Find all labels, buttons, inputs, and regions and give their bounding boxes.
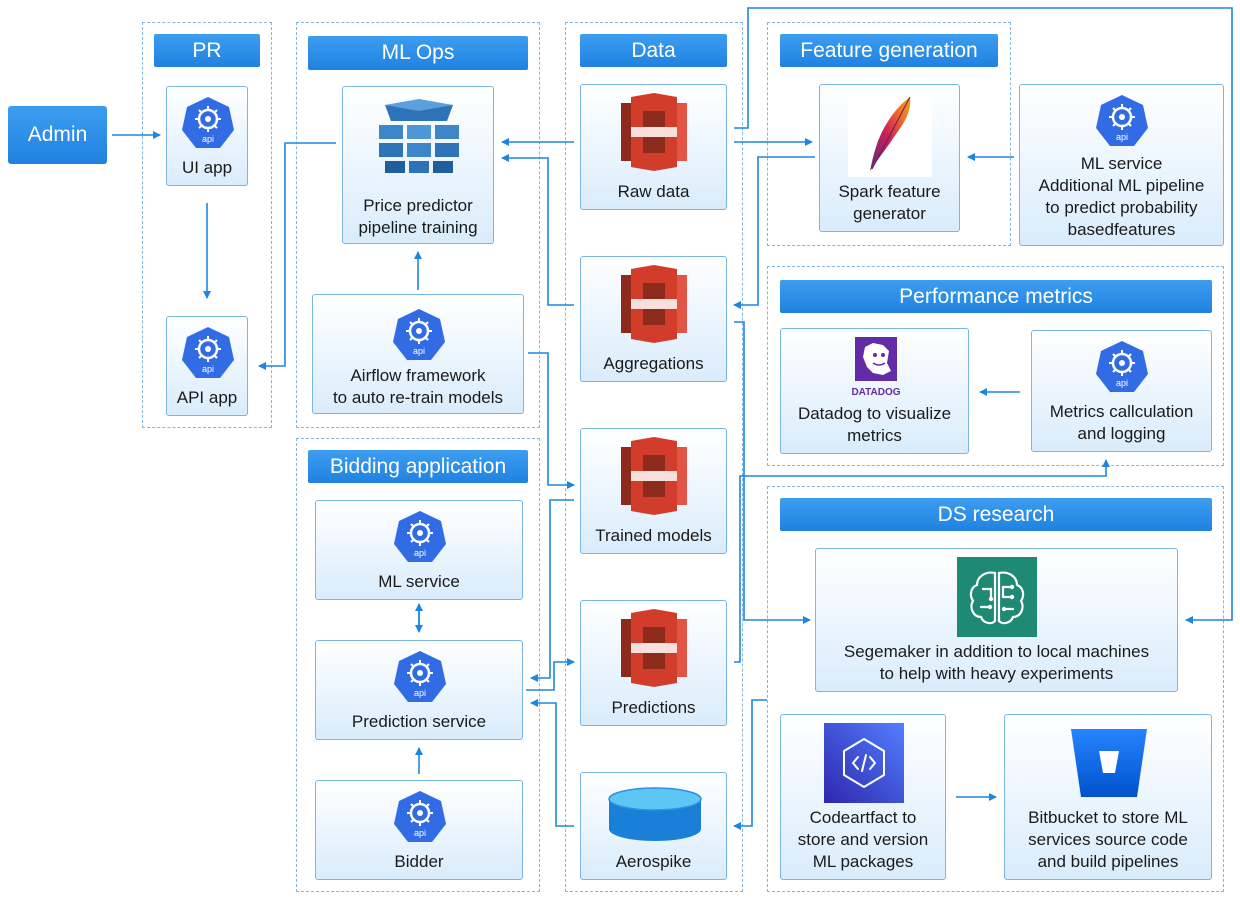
kubernetes-api-icon: api (394, 791, 446, 842)
trained-models-label: Trained models (595, 526, 712, 545)
svg-text:api: api (202, 134, 214, 144)
bitbucket-node[interactable]: Bitbucket to store ML services source co… (1004, 714, 1212, 880)
admin-box[interactable]: Admin (8, 106, 107, 164)
datadog-node[interactable]: DATADOG Datadog to visualize metrics (780, 328, 969, 454)
api-app-label: API app (176, 388, 238, 407)
spark-label: Spark feature generator (838, 182, 941, 223)
price-predictor-node[interactable]: Price predictor pipeline training (342, 86, 494, 244)
raw-data-node[interactable]: Raw data (580, 84, 727, 210)
kubernetes-api-icon: api (394, 651, 446, 702)
admin-label: Admin (27, 123, 88, 146)
prediction-service-node[interactable]: api Prediction service (315, 640, 523, 740)
codeartifact-node[interactable]: Codeartfact to store and version ML pack… (780, 714, 946, 880)
data-header: Data (580, 34, 727, 67)
svg-text:DATADOG: DATADOG (851, 387, 900, 398)
raw-data-label: Raw data (617, 182, 690, 201)
data-pipeline-icon (379, 99, 459, 173)
database-cylinder-icon (608, 787, 702, 841)
kubernetes-api-icon: api (1096, 341, 1148, 392)
api-app-node[interactable]: api API app (166, 316, 248, 416)
aggregations-label: Aggregations (603, 354, 704, 373)
predictions-node[interactable]: Predictions (580, 600, 727, 726)
ui-app-label: UI app (181, 158, 233, 177)
kubernetes-api-icon: api (1096, 95, 1148, 146)
mlops-header: ML Ops (308, 36, 528, 70)
kubernetes-api-icon: api (394, 511, 446, 562)
sagemaker-label: Segemaker in addition to local machines … (843, 642, 1150, 683)
svg-text:api: api (414, 828, 426, 838)
datadog-icon: DATADOG (851, 337, 901, 398)
svg-text:api: api (413, 346, 425, 356)
trained-models-node[interactable]: Trained models (580, 428, 727, 554)
spark-node[interactable]: Spark feature generator (819, 84, 960, 232)
prediction-service-label: Prediction service (351, 712, 487, 731)
bitbucket-label: Bitbucket to store ML services source co… (1028, 808, 1188, 871)
price-predictor-label: Price predictor pipeline training (358, 196, 478, 237)
pr-header: PR (154, 34, 260, 67)
ui-app-node[interactable]: api UI app (166, 86, 248, 186)
sagemaker-node[interactable]: Segemaker in addition to local machines … (815, 548, 1178, 692)
bitbucket-icon (1071, 729, 1147, 797)
svg-text:api: api (414, 548, 426, 558)
metrics-calc-label: Metrics callculation and logging (1049, 402, 1194, 443)
airflow-node[interactable]: api Airflow framework to auto re-train m… (312, 294, 524, 414)
s3-bucket-icon (621, 437, 687, 515)
apache-feather-icon (870, 96, 911, 171)
ml-service-bidding-node[interactable]: api ML service (315, 500, 523, 600)
svg-text:api: api (202, 364, 214, 374)
s3-bucket-icon (621, 265, 687, 343)
s3-bucket-icon (621, 609, 687, 687)
performance-header: Performance metrics (780, 280, 1212, 313)
bidder-node[interactable]: api Bidder (315, 780, 523, 880)
ml-service-bidding-label: ML service (378, 572, 460, 591)
aerospike-node[interactable]: Aerospike (580, 772, 727, 880)
kubernetes-api-icon: api (182, 97, 234, 148)
sagemaker-brain-icon (957, 557, 1037, 637)
metrics-calc-node[interactable]: api Metrics callculation and logging (1031, 330, 1212, 452)
svg-text:api: api (414, 688, 426, 698)
feature-header: Feature generation (780, 34, 998, 67)
codeartifact-icon (824, 723, 904, 803)
datadog-label: Datadog to visualize metrics (797, 404, 952, 445)
aggregations-node[interactable]: Aggregations (580, 256, 727, 382)
ds-header: DS research (780, 498, 1212, 531)
bidder-label: Bidder (394, 852, 444, 871)
bidding-header: Bidding application (308, 450, 528, 483)
airflow-label: Airflow framework to auto re-train model… (332, 366, 504, 407)
s3-bucket-icon (621, 93, 687, 171)
kubernetes-api-icon: api (182, 327, 234, 378)
svg-text:api: api (1116, 132, 1128, 142)
svg-text:api: api (1116, 378, 1128, 388)
codeartifact-label: Codeartfact to store and version ML pack… (797, 808, 929, 871)
ml-service-feature-label: ML service Additional ML pipeline to pre… (1038, 154, 1205, 239)
predictions-label: Predictions (611, 698, 696, 717)
kubernetes-api-icon: api (393, 309, 445, 360)
aerospike-label: Aerospike (615, 852, 692, 871)
ml-service-feature-node[interactable]: api ML service Additional ML pipeline to… (1019, 84, 1224, 246)
